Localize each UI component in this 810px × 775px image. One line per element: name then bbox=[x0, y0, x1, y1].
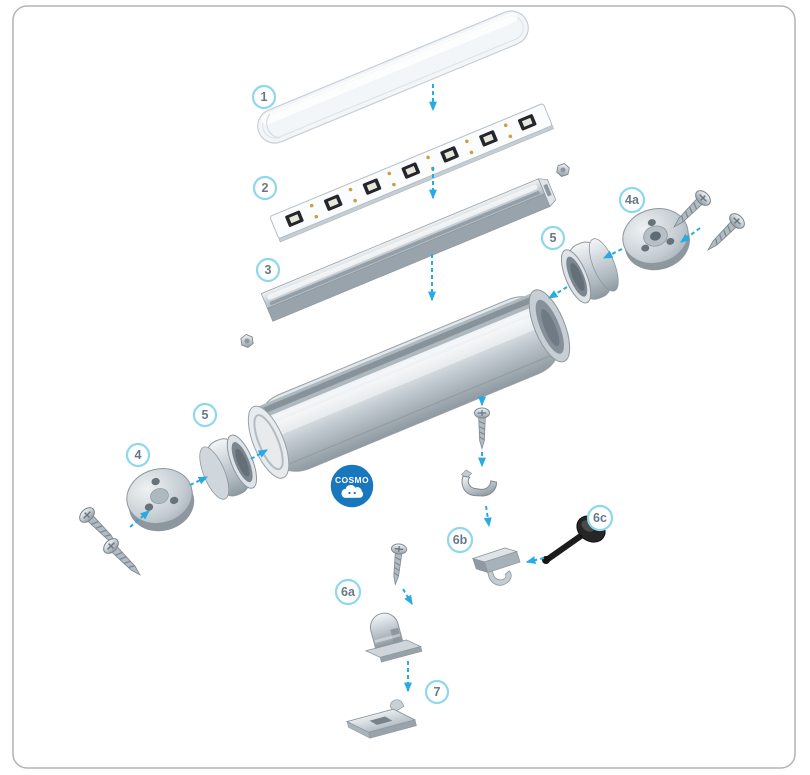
part-bracket-6a bbox=[364, 612, 423, 663]
svg-text:2: 2 bbox=[262, 181, 269, 195]
assembly-arrows bbox=[129, 84, 701, 693]
svg-text:3: 3 bbox=[265, 263, 272, 277]
label-part-6b: 6b bbox=[446, 526, 474, 554]
arrow-screw-to-6a bbox=[402, 588, 413, 606]
part-end-cap-right bbox=[560, 238, 619, 304]
svg-text:6b: 6b bbox=[453, 533, 468, 547]
label-part-5-left: 5 bbox=[192, 402, 218, 428]
arrow-knob-to-bracket bbox=[525, 556, 545, 564]
label-part-7: 7 bbox=[424, 679, 450, 705]
svg-text:5: 5 bbox=[550, 231, 557, 245]
svg-text:5: 5 bbox=[202, 408, 209, 422]
label-part-4a: 4a bbox=[618, 186, 646, 214]
label-part-1: 1 bbox=[251, 84, 277, 110]
led-chips bbox=[285, 114, 537, 227]
brand-badge-text: COSMO bbox=[335, 475, 369, 485]
arrow-cap-to-tube-right bbox=[547, 286, 568, 299]
arrow-cap-to-tube-left bbox=[250, 449, 269, 460]
label-part-2: 2 bbox=[252, 175, 278, 201]
part-mount-disc-right bbox=[622, 208, 690, 271]
svg-text:7: 7 bbox=[434, 685, 441, 699]
part-hook-bracket-6b bbox=[471, 547, 521, 586]
svg-text:6c: 6c bbox=[593, 511, 607, 525]
label-part-3: 3 bbox=[255, 257, 281, 283]
part-knob-6c bbox=[542, 515, 606, 564]
part-spring-clip bbox=[460, 469, 498, 497]
arrow-disc-to-cap-right bbox=[602, 248, 623, 259]
svg-text:4: 4 bbox=[135, 448, 142, 462]
arrow-disc-to-cap-left bbox=[189, 476, 209, 486]
brand-cloud-icon bbox=[341, 484, 364, 498]
brand-badge: COSMO bbox=[328, 462, 376, 510]
part-led-strip bbox=[269, 103, 555, 243]
svg-text:1: 1 bbox=[261, 90, 268, 104]
part-base-plate-7 bbox=[345, 699, 417, 739]
arrow-screws-to-disc-right bbox=[680, 227, 701, 243]
part-profile-channel bbox=[260, 178, 557, 322]
label-part-5-right: 5 bbox=[540, 225, 566, 251]
label-part-6a: 6a bbox=[334, 578, 362, 606]
arrow-clip-to-bracket bbox=[483, 505, 492, 528]
part-main-tube bbox=[247, 289, 571, 479]
part-diffuser-cover bbox=[257, 10, 529, 144]
svg-text:6a: 6a bbox=[341, 585, 356, 599]
label-part-4: 4 bbox=[125, 442, 151, 468]
label-part-6c: 6c bbox=[586, 504, 614, 532]
svg-text:4a: 4a bbox=[625, 193, 640, 207]
